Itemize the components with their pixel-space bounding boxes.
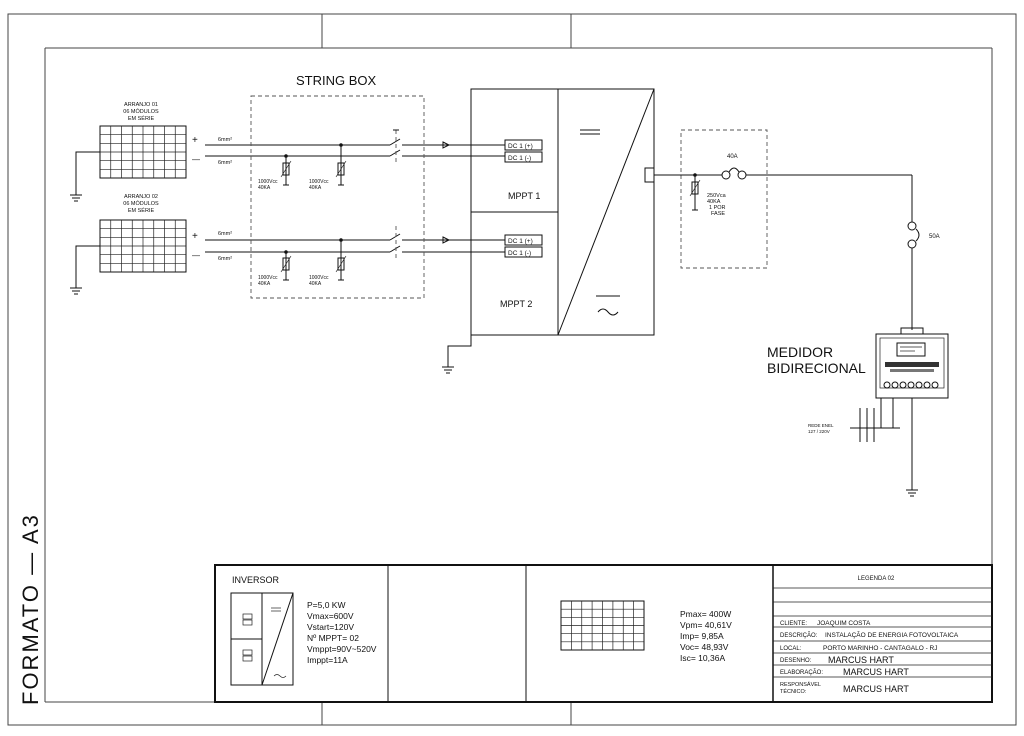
array-2-label-1: ARRANJO 02 xyxy=(124,194,158,200)
description-label: DESCRIÇÃO: xyxy=(780,632,818,639)
client-label: CLIENTE: xyxy=(780,621,807,627)
array-1-spd-a-1: 1000Vcc xyxy=(258,179,278,185)
inverter-spec-2: Vmax=600V xyxy=(307,611,354,621)
array-2-label-3: EM SÉRIE xyxy=(128,207,155,214)
meter-label-1: MEDIDOR xyxy=(767,344,833,360)
array-2-minus: — xyxy=(192,251,200,260)
grid-label-2: 127 / 220V xyxy=(808,429,830,434)
dc-input-2: DC 1 (-) xyxy=(508,155,531,162)
pv-array-1: ARRANJO 01 06 MÓDULOS EM SÉRIE + — 6mm² … xyxy=(70,102,505,202)
ac-spd-4: FASE xyxy=(711,211,725,217)
array-1-minus: — xyxy=(192,155,200,164)
array-2-spd-a-1: 1000Vcc xyxy=(258,275,278,281)
responsible-label-1: RESPONSÁVEL xyxy=(780,681,821,688)
dc-input-3: DC 1 (+) xyxy=(508,238,533,245)
dc-input-1: DC 1 (+) xyxy=(508,143,533,150)
local-value: PORTO MARINHO - CANTAGALO - RJ xyxy=(823,645,937,652)
ac-spd-3: 1 POR xyxy=(709,205,726,211)
description-value: INSTALAÇÃO DE ENERGIA FOTOVOLTAICA xyxy=(825,630,959,639)
meter-label-2: BIDIRECIONAL xyxy=(767,360,866,376)
array-2-plus: + xyxy=(192,231,198,242)
grid-connection: REDE ENEL 127 / 220V xyxy=(808,398,900,442)
module-spec-2: Vpm= 40,61V xyxy=(680,620,732,630)
inverter-spec-1: P=5,0 KW xyxy=(307,600,346,610)
pv-module-grid-2 xyxy=(99,219,187,273)
array-1-label-3: EM SÉRIE xyxy=(128,115,155,122)
array-1-cable-neg: 6mm² xyxy=(218,160,232,166)
inverter-legend: INVERSOR P=5,0 KW Vmax=600V Vstart=120V … xyxy=(230,575,377,686)
module-spec-1: Pmax= 400W xyxy=(680,609,731,619)
dc-input-4: DC 1 (-) xyxy=(508,250,531,257)
array-1-spd-a-2: 40KA xyxy=(258,185,271,191)
local-label: LOCAL: xyxy=(780,646,802,652)
array-2-spd-b-2: 40KA xyxy=(309,281,322,287)
inverter-spec-6: Imppt=11A xyxy=(307,655,348,665)
inverter-legend-title: INVERSOR xyxy=(232,575,280,585)
array-1-label-1: ARRANJO 01 xyxy=(124,102,158,108)
ac-protection-box: 40A 250Vca 40KA 1 POR FASE xyxy=(654,129,912,269)
inverter-spec-5: Vmppt=90V~520V xyxy=(307,644,377,654)
inverter-spec-3: Vstart=120V xyxy=(307,622,354,632)
responsible-label-2: TÉCNICO: xyxy=(780,688,807,695)
string-box-enclosure xyxy=(250,95,425,299)
string-box-title: STRING BOX xyxy=(296,73,377,88)
client-value: JOAQUIM COSTA xyxy=(817,620,871,627)
ac-spd-2: 40KA xyxy=(707,199,721,205)
array-2-spd-b-1: 1000Vcc xyxy=(309,275,329,281)
array-1-spd-b-1: 1000Vcc xyxy=(309,179,329,185)
bidirectional-meter: MEDIDOR BIDIRECIONAL xyxy=(767,327,949,497)
main-breaker-rating: 50A xyxy=(929,234,940,240)
module-spec-4: Voc= 48,93V xyxy=(680,642,729,652)
grid-label-1: REDE ENEL xyxy=(808,423,834,428)
array-1-spd-b-2: 40KA xyxy=(309,185,322,191)
array-1-label-2: 06 MÓDULOS xyxy=(123,108,159,115)
mppt-2-label: MPPT 2 xyxy=(500,299,532,309)
array-2-cable-pos: 6mm² xyxy=(218,231,232,237)
module-spec-3: Imp= 9,85A xyxy=(680,631,724,641)
legend-heading: LEGENDA 02 xyxy=(858,576,895,582)
array-2-spd-a-2: 40KA xyxy=(258,281,271,287)
mppt-1-label: MPPT 1 xyxy=(508,191,540,201)
inverter-spec-4: Nº MPPT= 02 xyxy=(307,633,359,643)
ac-spd-1: 250Vca xyxy=(707,193,727,199)
array-2-label-2: 06 MÓDULOS xyxy=(123,200,159,207)
sheet-format-label: FORMATO — A3 xyxy=(18,513,43,705)
array-1-cable-pos: 6mm² xyxy=(218,137,232,143)
array-1-plus: + xyxy=(192,135,198,146)
elaboration-label: ELABORAÇÃO: xyxy=(780,669,823,676)
inverter: MPPT 1 MPPT 2 DC 1 (+) DC 1 (-) DC 1 (+)… xyxy=(442,88,655,374)
main-breaker: 50A xyxy=(907,175,940,330)
pv-module-grid-1 xyxy=(99,125,187,179)
pv-array-2: ARRANJO 02 06 MÓDULOS EM SÉRIE + — 6mm² … xyxy=(70,194,505,295)
module-legend: Pmax= 400W Vpm= 40,61V Imp= 9,85A Voc= 4… xyxy=(560,600,732,663)
responsible-value: MARCUS HART xyxy=(843,684,909,694)
title-block: LEGENDA 02 CLIENTE: JOAQUIM COSTA DESCRI… xyxy=(773,576,992,695)
drawing-label: DESENHO: xyxy=(780,658,812,664)
module-spec-5: Isc= 10,36A xyxy=(680,653,725,663)
elaboration-value: MARCUS HART xyxy=(843,667,909,677)
ac-breaker-rating: 40A xyxy=(727,154,738,160)
array-2-cable-neg: 6mm² xyxy=(218,256,232,262)
drawing-value: MARCUS HART xyxy=(828,655,894,665)
